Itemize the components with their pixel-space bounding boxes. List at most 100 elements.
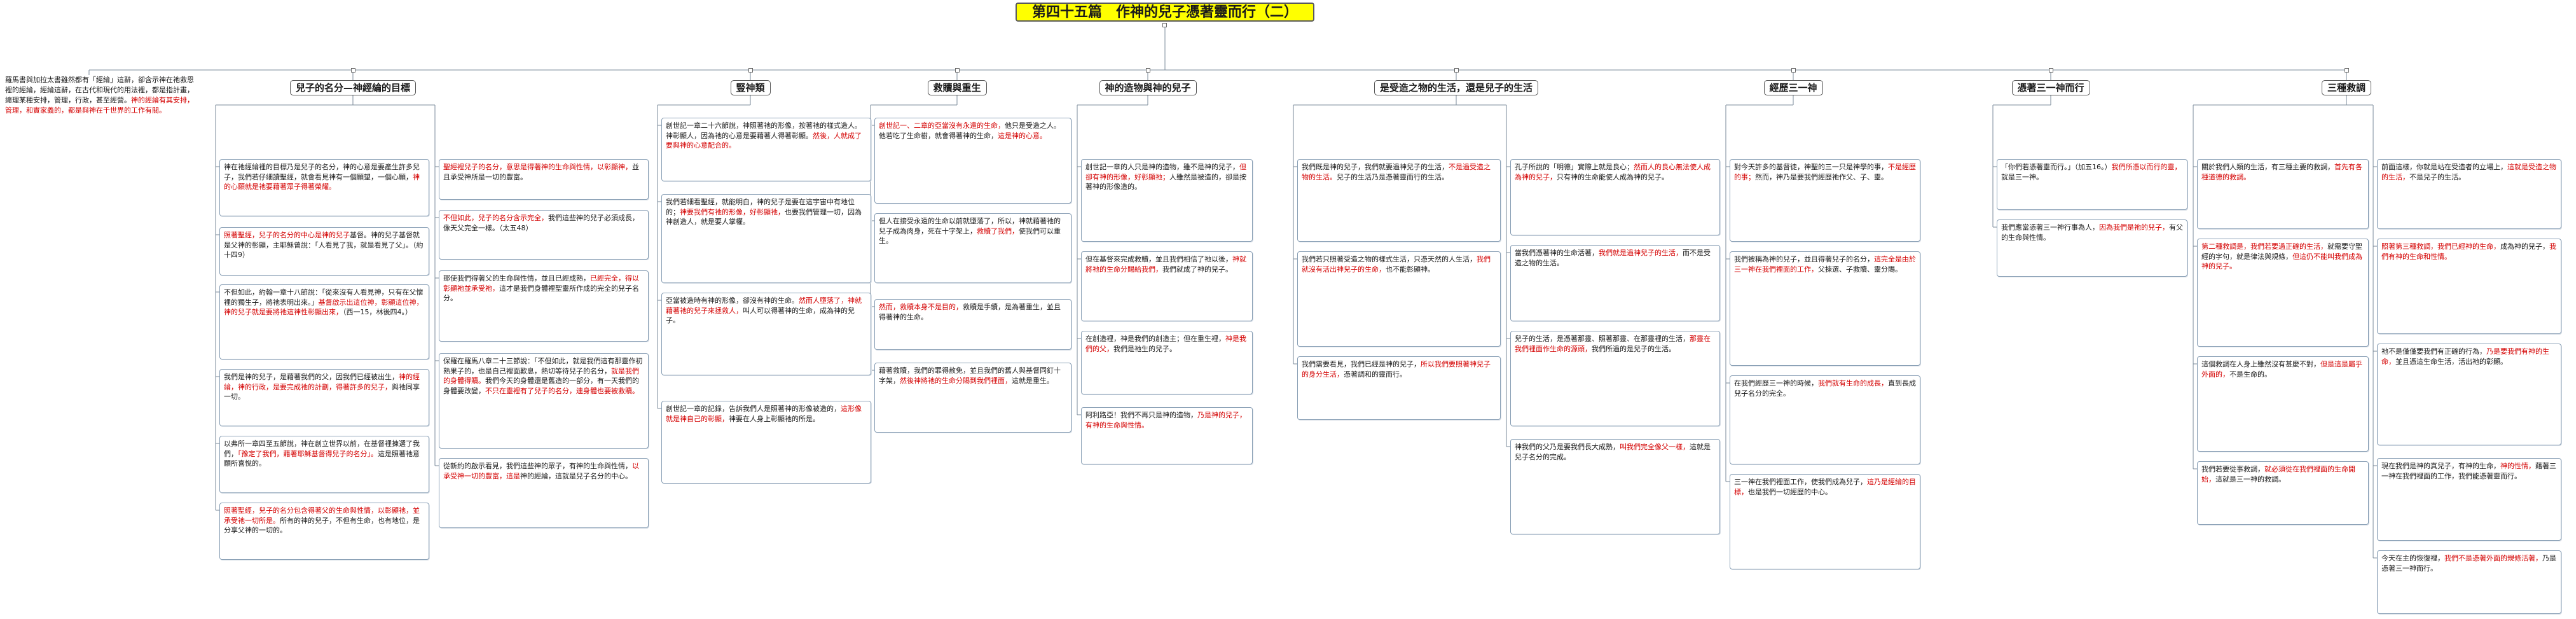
note-segment: 然而，神乃是要我們經歷祂作父、子、靈。: [1755, 172, 1888, 181]
note-segment: 「你們若憑著靈而行。」（加五16。）: [2001, 163, 2112, 171]
note-segment: 「豫定了我們，藉著耶穌基督得兒子的名分」。: [238, 449, 378, 458]
note-segment: 並且承受神所是一切的豐富。: [443, 163, 639, 181]
note-card[interactable]: 創世記一、二章的亞當沒有永遠的生命，他只是受造之人。他若吃了生命樹，就會得著神的…: [874, 118, 1071, 204]
note-segment: 不只在靈裡有了兒子的名分，連身體也要被救贖。: [485, 386, 639, 395]
note-segment: 藉著三一神在我們裡面的工作，我們能憑著靈而行。: [2381, 462, 2556, 480]
note-segment: 這是照著祂意願所喜悅的。: [224, 449, 420, 468]
note-card[interactable]: 創世記一章的人只是神的造物，雖不是神的兒子，但卻有神的形像，好彰顯祂；人雖然是被…: [1081, 159, 1253, 242]
note-card[interactable]: 創世記一章的記錄，告訴我們人是照著神的形像被造的，這形像就是神自己的彰顯，神要在…: [661, 401, 871, 483]
note-card[interactable]: 照著第三種救調，我們已經神的生命，成為神的兒子，我們有神的生命和性情。: [2377, 239, 2561, 334]
note-segment: 以弗所一章四至五節說，神在創立世界以前，在基督裡揀選了我們，: [224, 440, 420, 458]
note-card[interactable]: 聖經裡兒子的名分，意思是得著神的生命與性情，以彰顯神，並且承受神所是一切的豐富。: [439, 159, 649, 200]
note-segment: 我們應當憑著三一神行事為人，: [2001, 223, 2099, 232]
note-card[interactable]: 照著聖經，兒子的名分包含得著父的生命與性情，以彰顯祂，並承受祂一切所是。所有的神…: [219, 503, 429, 560]
note-card[interactable]: 我們若細看聖經，就能明白，神的兒子是要在這宇宙中有地位的；神要我們有祂的形像，好…: [661, 194, 871, 283]
note-segment: 聖經裡兒子的名分，意思是得著神的生命與性情，以彰顯神，: [443, 163, 632, 171]
note-segment: 關於我們人類的生活，有三種主要的救調，: [2201, 163, 2334, 171]
branch-node[interactable]: 三種救調: [2322, 80, 2372, 95]
note-segment: 我們若細看聖經，就能明白，神的兒子是要在這宇宙中有地位的；: [666, 198, 855, 216]
note-card[interactable]: 關於我們人類的生活，有三種主要的救調，首先有各種道德的救調。: [2197, 159, 2369, 229]
note-segment: 就是三一神。: [2001, 172, 2043, 181]
note-card[interactable]: 然而，救贖本身不是目的，救贖是手續，是為著重生，並且得著神的生命。: [874, 299, 1071, 350]
note-card[interactable]: 第二種救調是，我們若要過正確的生活，就需要守聖經的字句，就是律法與規條，但這仍不…: [2197, 239, 2369, 347]
note-segment: 然而人墮落了，神就藉著祂的兒子來拯救人，: [666, 296, 862, 315]
note-card[interactable]: 藉著救贖，我們的罪得赦免，並且我們的舊人與基督同釘十字架，然後神將祂的生命分賜到…: [874, 363, 1071, 433]
note-segment: 基督啟示出這位神，彰顯這位神，神的兒子就是要將祂這神性彰顯出來，: [224, 298, 424, 317]
note-segment: 但在基督來完成救贖，並且我們相信了祂以後，: [1085, 255, 1232, 263]
note-segment: 對今天許多的基督徒，神聖的三一只是神學的事，: [1734, 163, 1888, 171]
note-card[interactable]: 前面這樣，你就是站在受造者的立場上，這就是受造之物的生活，不是兒子的生活。: [2377, 159, 2561, 229]
note-segment: 祂不是僅僅要我們有正確的行為，: [2381, 347, 2486, 356]
branch-node[interactable]: 兒子的名分—神經綸的目標: [290, 80, 417, 95]
note-card[interactable]: 我們若要從事救調，就必須從在我們裡面的生命開始，這就是三一神的救調。: [2197, 461, 2369, 525]
note-segment: 這就是重生。: [1012, 376, 1054, 385]
note-card[interactable]: 創世記一章二十六節說，神照著祂的形像，按著祂的樣式造人。神彰顯人，因為祂的心意是…: [661, 118, 871, 181]
branch-anchor-icon: [351, 68, 355, 73]
note-segment: 我們既是神的兒子，我們就要過神兒子的生活，: [1302, 163, 1449, 171]
note-card[interactable]: 從新約的啟示看見，我們這些神的眾子，有神的生命與性情，以承受神一切的豐富，這是神…: [439, 458, 649, 528]
note-card[interactable]: 孔子所說的「明德」實際上就是良心；然而人的良心無法使人成為神的兒子，只有神的生命…: [1510, 159, 1720, 235]
note-card[interactable]: 神我們的父乃是要我們長大成熟，叫我們完全像父一樣，這就是兒子名分的完成。: [1510, 439, 1720, 534]
note-card[interactable]: 當我們憑著神的生命活著，我們就是過神兒子的生活，而不是受造之物的生活。: [1510, 245, 1720, 321]
note-card[interactable]: 我們既是神的兒子，我們就要過神兒子的生活，不是過受造之物的生活。兒子的生活乃是憑…: [1297, 159, 1501, 242]
note-card[interactable]: 我們需要看見，我們已經是神的兒子，所以我們要照著神兒子的身分生活，憑著調和的靈而…: [1297, 356, 1501, 420]
note-segment: 我們就有生命的成長，: [1818, 379, 1888, 387]
note-segment: 基督。神的兒子基督就是父神的彰顯，主耶穌曾說：「人看見了我，就是看見了父」。（約…: [224, 231, 424, 260]
branch-anchor-icon: [955, 68, 960, 73]
note-card[interactable]: 但在基督來完成救贖，並且我們相信了祂以後，神就將祂的生命分賜給我們，我們就成了神…: [1081, 251, 1253, 321]
note-card[interactable]: 不但如此，兒子的名分含示完全，我們這些神的兒子必須成長，像天父完全一樣。（太五4…: [439, 210, 649, 260]
note-segment: 我們不是憑著外面的規條活著，: [2444, 554, 2542, 562]
branch-node[interactable]: 豎神類: [730, 80, 771, 95]
note-card[interactable]: 在我們經歷三一神的時候，我們就有生命的成長，直到長成兒子名分的完全。: [1730, 375, 1920, 464]
branch-node[interactable]: 神的造物與神的兒子: [1099, 80, 1197, 95]
note-segment: 神要在人身上彰顯祂的所是。: [729, 414, 820, 423]
note-segment: 我們就沒有活出神兒子的生命，: [1302, 255, 1491, 274]
note-card[interactable]: 照著聖經，兒子的名分的中心是神的兒子基督。神的兒子基督就是父神的彰顯，主耶穌曾說…: [219, 227, 429, 275]
note-card[interactable]: 不但如此，約翰一章十八節說：「從來沒有人看見神，只有在父懷裡的獨生子，將祂表明出…: [219, 284, 429, 359]
note-segment: 那使我們得著父的生命與性情，並且已經成熟，: [443, 274, 590, 282]
note-card[interactable]: 神在祂經綸裡的目標乃是兒子的名分，神的心意是要產生許多兒子，我們若仔細讀聖經，就…: [219, 159, 429, 216]
note-segment: 人雖然是被造的，卻是按著神的形像造的。: [1085, 172, 1246, 191]
note-card[interactable]: 對今天許多的基督徒，神聖的三一只是神學的事，不是經歷的事；然而，神乃是要我們經歷…: [1730, 159, 1920, 242]
note-card[interactable]: 以弗所一章四至五節說，神在創立世界以前，在基督裡揀選了我們，「豫定了我們，藉著耶…: [219, 436, 429, 493]
note-card[interactable]: 但人在接受永遠的生命以前就墮落了，所以，神就藉著祂的兒子成為肉身，死在十字架上，…: [874, 213, 1071, 283]
note-card[interactable]: 我們應當憑著三一神行事為人，因為我們是祂的兒子，有父的生命與性情。: [1997, 219, 2187, 277]
note-card[interactable]: 保羅在羅馬八章二十三節說：「不但如此，就是我們這有那靈作初熟果子的，也是自己裡面…: [439, 353, 649, 449]
root-title[interactable]: 第四十五篇 作神的兒子憑著靈而行（二）: [1016, 3, 1314, 22]
note-segment: 不但如此，約翰一章十八節說：「從來沒有人看見神，只有在父懷裡的獨生子，將祂表明出…: [224, 288, 424, 307]
note-card[interactable]: 「你們若憑著靈而行。」（加五16。）我們所憑以而行的靈，就是三一神。: [1997, 159, 2187, 210]
note-segment: 三一神在我們裡面工作，使我們成為兒子，: [1734, 478, 1867, 486]
branch-node[interactable]: 經歷三一神: [1763, 80, 1823, 95]
note-segment: 就必須從在我們裡面的生命開始，: [2201, 465, 2355, 483]
branch-node[interactable]: 是受造之物的生活，還是兒子的生活: [1374, 80, 1539, 95]
note-segment: 神彰顯人，因為祂的心意是要藉著人得著彰顯。: [666, 131, 813, 140]
branch-anchor-icon: [1791, 68, 1796, 73]
note-card[interactable]: 三一神在我們裡面工作，使我們成為兒子，這乃是經綸的目標，也是我們一切經歷的中心。: [1730, 474, 1920, 569]
note-card[interactable]: 現在我們是神的真兒子，有神的生命，神的性情，藉著三一神在我們裡面的工作，我們能憑…: [2377, 458, 2561, 541]
note-segment: 我們需要看見，我們已經是神的兒子，: [1302, 360, 1421, 368]
note-segment: 然而人的良心無法使人成為神的兒子，: [1515, 163, 1711, 181]
note-card[interactable]: 亞當被造時有神的形像，卻沒有神的生命。然而人墮落了，神就藉著祂的兒子來拯救人，叫…: [661, 293, 871, 375]
note-card[interactable]: 我們是神的兒子，是藉著我們的父，因我們已經被出生，神的經綸，神的行政，是要完成祂…: [219, 369, 429, 426]
note-segment: 在我們經歷三一神的時候，: [1734, 379, 1818, 387]
note-card[interactable]: 那使我們得著父的生命與性情，並且已經成熟，已經完全，得以彰顯祂並承受祂，這才是我…: [439, 270, 649, 342]
note-card[interactable]: 今天在主的恢復裡，我們不是憑著外面的規條活著，乃是憑著三一神而行。: [2377, 550, 2561, 614]
note-segment: 神就將祂的生命分賜給我們，: [1085, 255, 1246, 274]
note-card[interactable]: 我們被稱為神的兒子，並且得著兒子的名分，這完全是由於三一神在我們裡面的工作，父揀…: [1730, 251, 1920, 366]
note-card[interactable]: 祂不是僅僅要我們有正確的行為，乃是要我們有神的生命，並且憑這生命生活，活出祂的彰…: [2377, 344, 2561, 445]
branch-node[interactable]: 救贖與重生: [927, 80, 987, 95]
note-segment: 有父的生命與性情。: [2001, 223, 2183, 242]
note-card[interactable]: 兒子的生活，是憑著那靈、照著那靈、在那靈裡的生活，那靈在我們裡面作生命的源頭，我…: [1510, 331, 1720, 426]
note-segment: 我們有神的生命和性情。: [2381, 242, 2556, 261]
note-segment: 也不能彰顯神。: [1386, 265, 1435, 274]
note-segment: 乃是要我們有神的生命，: [2381, 347, 2549, 366]
branch-node[interactable]: 憑著三一神而行: [2011, 80, 2090, 95]
note-segment: 直到長成兒子名分的完全。: [1734, 379, 1916, 398]
note-card[interactable]: 我們若只照著受造之物的樣式生活，只憑天然的人生活，我們就沒有活出神兒子的生命，也…: [1297, 251, 1501, 347]
note-card[interactable]: 阿利路亞！我們不再只是神的造物，乃是神的兒子，有神的生命與性情。: [1081, 407, 1253, 464]
note-card[interactable]: 這個救調在人身上雖然沒有甚麼不對，但是這是屬乎外面的，不是生命的。: [2197, 356, 2369, 452]
note-card[interactable]: 在創造裡，神是我們的創造主；但在重生裡，神是我們的父，我們是祂生的兒子。: [1081, 331, 1253, 394]
note-segment: 我們就是過神兒子的生活，: [1599, 249, 1683, 257]
note-segment: 這乃是經綸的目標，: [1734, 478, 1916, 496]
note-segment: 那靈在我們裡面作生命的源頭，: [1515, 335, 1711, 353]
